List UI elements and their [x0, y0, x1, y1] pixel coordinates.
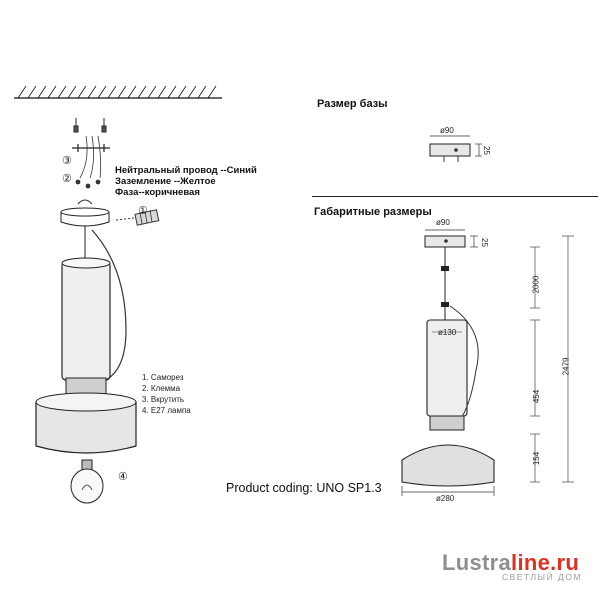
base-height: 25 — [481, 146, 491, 155]
top-height: 25 — [479, 238, 489, 247]
shade-diameter: ø280 — [436, 494, 455, 503]
callout-4: ④ — [118, 471, 128, 483]
overall-dimensions-heading: Габаритные размеры — [314, 206, 432, 218]
glass-diameter: ø130 — [438, 328, 457, 337]
dimension-drawing — [401, 229, 574, 496]
wire-neutral-label: Нейтральный провод --Синий — [115, 165, 257, 176]
shade-height: 154 — [532, 451, 542, 466]
total-height: 2479 — [561, 357, 571, 376]
base-diameter: ø90 — [440, 126, 454, 135]
section-divider — [312, 196, 598, 197]
cable-length: 2000 — [531, 275, 541, 294]
part-e27-lamp: 4. E27 лампа — [142, 406, 191, 415]
brand-logo: Lustraline.ru — [442, 550, 579, 576]
top-diameter: ø90 — [436, 218, 450, 227]
callout-2: ② — [62, 173, 72, 185]
installation-drawing — [14, 85, 222, 504]
callout-3: ③ — [62, 155, 72, 167]
part-terminal: 2. Клемма — [142, 384, 181, 393]
wire-ground-label: Заземление --Желтое — [115, 176, 216, 187]
brand-name-part2: line.ru — [511, 550, 580, 575]
brand-name-part1: Lustra — [442, 550, 512, 575]
part-screw: 1. Саморез — [142, 373, 184, 382]
part-screw-in: 3. Вкрутить — [142, 395, 185, 404]
brand-tagline: СВЕТЛЫЙ ДОМ — [502, 572, 583, 582]
wire-phase-label: Фаза--коричневая — [115, 187, 200, 198]
product-coding: Product coding: UNO SP1.3 — [226, 481, 382, 495]
base-size-drawing — [429, 135, 482, 162]
body-height: 454 — [532, 389, 542, 404]
base-size-heading: Размер базы — [317, 98, 388, 110]
callout-1: ① — [138, 205, 148, 217]
